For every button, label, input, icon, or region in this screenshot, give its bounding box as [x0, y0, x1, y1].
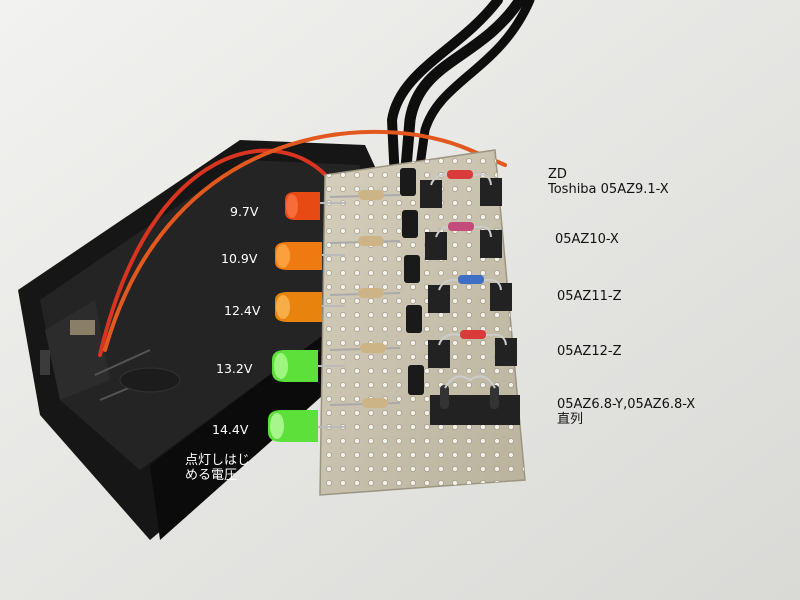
resistors	[329, 190, 401, 408]
transistors	[400, 168, 424, 395]
led-label-12-4v: 12.4V	[224, 303, 261, 318]
leds	[268, 192, 345, 442]
led-label-9-7v: 9.7V	[230, 204, 259, 219]
resistor-2	[329, 236, 401, 246]
resistor-4	[329, 343, 401, 353]
zener-label-4: 05AZ12-Z	[557, 344, 622, 359]
zener-diodes	[420, 170, 520, 425]
zener-label-1: ZD Toshiba 05AZ9.1-X	[548, 167, 669, 197]
resistor-1	[329, 190, 401, 200]
zener-label-3: 05AZ11-Z	[557, 289, 622, 304]
led-5	[268, 410, 345, 442]
battery-case	[18, 140, 395, 540]
zener-5	[430, 375, 520, 425]
led-3	[275, 292, 345, 322]
resistor-3	[329, 288, 401, 298]
led-label-13-2v: 13.2V	[216, 361, 253, 376]
led-label-10-9v: 10.9V	[221, 251, 258, 266]
led-1	[285, 192, 345, 220]
led-2	[275, 242, 345, 270]
zener-1	[420, 170, 502, 208]
zener-2	[425, 222, 502, 260]
zener-label-5: 05AZ6.8-Y,05AZ6.8-X 直列	[557, 397, 696, 427]
resistor-5	[329, 398, 401, 408]
led-label-14-4v: 14.4V	[212, 422, 249, 437]
power-wires	[98, 129, 507, 357]
zener-label-2: 05AZ10-X	[555, 232, 619, 247]
start-voltage-caption: 点灯しはじ める電圧	[185, 453, 251, 483]
led-4	[272, 350, 345, 382]
zener-4	[428, 330, 517, 368]
zener-3	[428, 275, 512, 313]
black-cable	[386, 0, 535, 186]
